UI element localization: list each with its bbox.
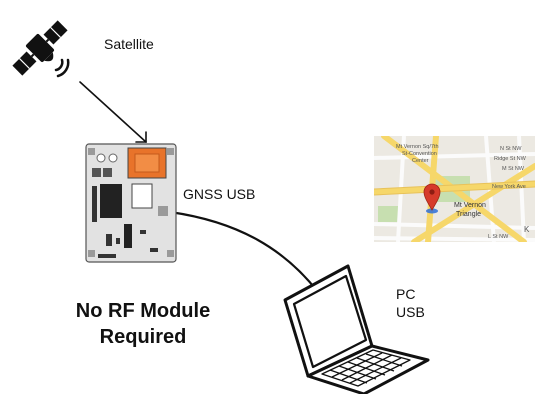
signal-arrow bbox=[79, 81, 147, 143]
laptop-icon bbox=[283, 264, 430, 394]
no-rf-module-caption: No RF Module Required bbox=[48, 298, 238, 350]
usb-label: USB bbox=[396, 304, 425, 320]
map-label: St-Convention bbox=[402, 151, 437, 157]
usb-cable bbox=[169, 210, 319, 293]
map-label: K bbox=[524, 225, 530, 234]
map-label: Ridge St NW bbox=[494, 156, 527, 162]
gnss-usb-label: GNSS USB bbox=[183, 186, 256, 202]
satellite-label: Satellite bbox=[104, 36, 154, 52]
map-location-icon: Mt Vernon Sq/7th St-Convention Center N … bbox=[374, 136, 535, 242]
map-label: M St NW bbox=[502, 166, 525, 172]
gnss-board-icon bbox=[85, 143, 177, 263]
no-rf-line-1: No RF Module bbox=[75, 300, 211, 322]
map-label: Mt Vernon Sq/7th bbox=[396, 144, 439, 150]
map-label: Triangle bbox=[456, 211, 481, 218]
map-label: New York Ave bbox=[492, 184, 526, 190]
map-label: Center bbox=[412, 158, 429, 164]
pc-label: PC bbox=[396, 286, 416, 302]
map-label: N St NW bbox=[500, 146, 522, 152]
pc-usb-label: PC USB bbox=[396, 285, 425, 321]
satellite-icon bbox=[12, 20, 70, 78]
no-rf-line-2: Required bbox=[99, 326, 187, 348]
map-label: L St NW bbox=[488, 234, 509, 240]
map-label: Mt Vernon bbox=[454, 202, 486, 209]
